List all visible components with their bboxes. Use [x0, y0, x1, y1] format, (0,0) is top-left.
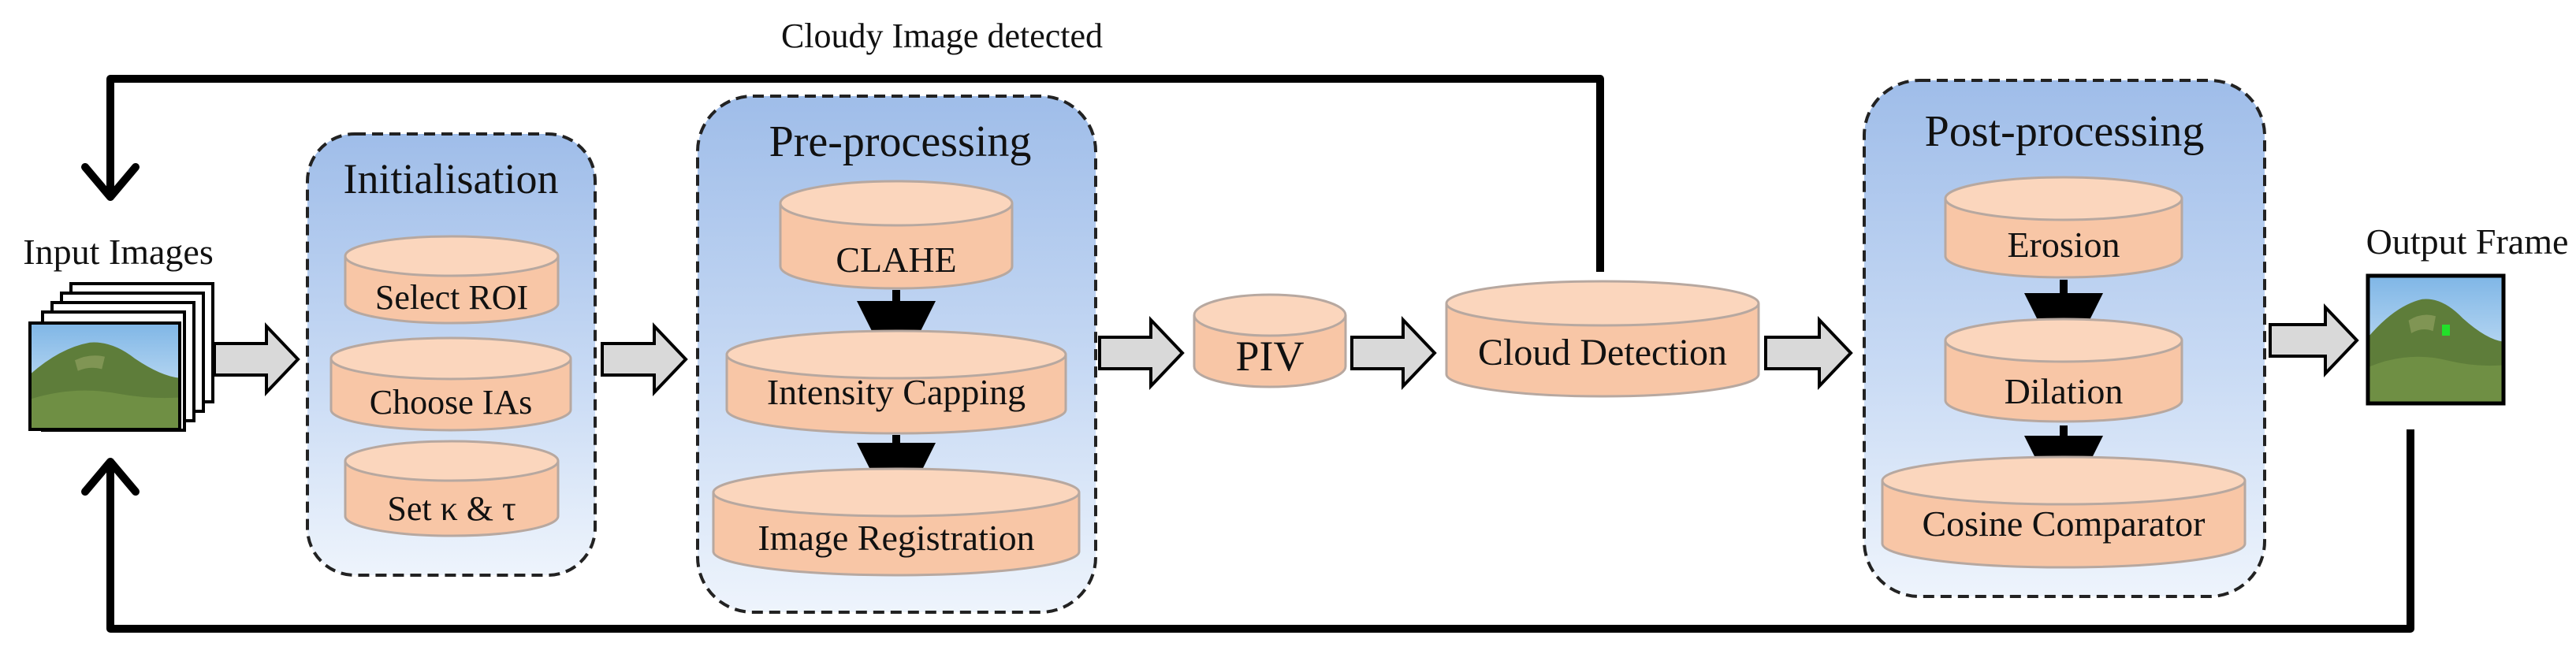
arrow-piv-to-cloud: [1350, 316, 1437, 390]
input-image-thumbnail: [28, 321, 181, 431]
top-feedback-line: [81, 75, 1604, 272]
block-arrows: [213, 303, 2359, 396]
arrow-init-to-pre: [601, 322, 688, 396]
cylinder-dilation: Dilation: [1944, 318, 2183, 423]
cylinder-choose-ias: Choose IAs: [329, 336, 572, 432]
output-frame-image: [2366, 273, 2506, 406]
postprocessing-panel: Post-processing Erosion Dilation Cosine …: [1863, 79, 2266, 598]
cylinder-cloud-detection: Cloud Detection: [1445, 280, 1760, 398]
cylinder-erosion: Erosion: [1944, 176, 2183, 279]
cylinder-piv: PIV: [1193, 293, 1347, 388]
pre-item-clahe: CLAHE: [836, 240, 956, 280]
pre-item-intensity-capping: Intensity Capping: [767, 372, 1026, 412]
top-feedback-label: Cloudy Image detected: [781, 17, 1103, 55]
init-item-select-roi: Select ROI: [375, 278, 528, 317]
pre-item-image-registration: Image Registration: [758, 518, 1034, 558]
input-images-stack: [28, 282, 214, 432]
bottom-feedback-line: [81, 429, 2414, 633]
output-frame-label: Output Frame: [2366, 221, 2569, 262]
init-item-set-kappa-tau: Set κ & τ: [387, 489, 516, 528]
arrow-post-to-output: [2269, 303, 2359, 377]
cloud-detection-label: Cloud Detection: [1478, 332, 1727, 373]
arrow-input-to-init: [213, 322, 300, 396]
post-item-erosion: Erosion: [2007, 225, 2120, 265]
preprocessing-title: Pre-processing: [769, 117, 1032, 166]
cylinder-set-kappa-tau: Set κ & τ: [344, 440, 560, 537]
detected-marker: [2442, 325, 2450, 336]
input-images-label: Input Images: [23, 232, 213, 272]
initialisation-panel: Initialisation Select ROI Choose IAs Set…: [306, 132, 597, 577]
post-item-dilation: Dilation: [2005, 371, 2124, 411]
post-item-cosine-comparator: Cosine Comparator: [1923, 503, 2206, 544]
cylinder-clahe: CLAHE: [779, 180, 1014, 290]
arrow-cloud-to-post: [1764, 316, 1853, 390]
preprocessing-panel: Pre-processing CLAHE Intensity Capping I…: [696, 95, 1097, 614]
initialisation-title: Initialisation: [344, 155, 559, 202]
cylinder-select-roi: Select ROI: [344, 235, 560, 325]
cylinder-cosine-comparator: Cosine Comparator: [1881, 455, 2247, 569]
arrow-pre-to-piv: [1098, 316, 1185, 390]
cylinder-intensity-capping: Intensity Capping: [725, 329, 1067, 435]
postprocessing-title: Post-processing: [1925, 107, 2205, 156]
cylinder-image-registration: Image Registration: [712, 467, 1081, 577]
piv-label: PIV: [1235, 332, 1304, 380]
init-item-choose-ias: Choose IAs: [370, 383, 533, 422]
